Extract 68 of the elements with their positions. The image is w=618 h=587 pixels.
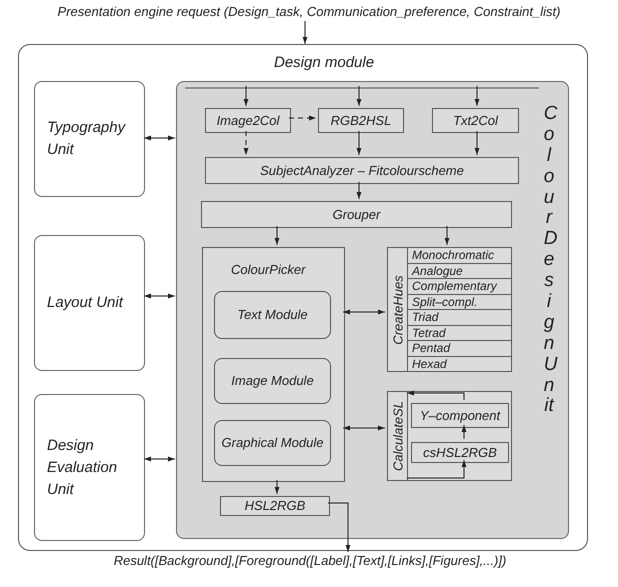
process-box bbox=[220, 496, 330, 516]
arrow bbox=[288, 116, 316, 120]
module-box bbox=[214, 358, 331, 404]
arrow bbox=[406, 460, 466, 478]
box-label: Y–component bbox=[420, 406, 500, 425]
arrow bbox=[274, 226, 280, 246]
process-box bbox=[205, 108, 291, 133]
unit-box bbox=[34, 235, 145, 371]
process-box bbox=[205, 157, 519, 184]
process-box bbox=[318, 108, 404, 133]
arrow bbox=[462, 424, 466, 440]
hue-row-label: Split–compl. bbox=[412, 294, 478, 309]
box-label: Txt2Col bbox=[453, 112, 498, 130]
unit-label: Design Evaluation Unit bbox=[47, 436, 118, 500]
arrow bbox=[144, 294, 176, 298]
hue-row-label: Tetrad bbox=[412, 326, 446, 340]
rotated-label: CreateHues bbox=[388, 274, 406, 344]
arrow bbox=[356, 130, 362, 156]
arrow bbox=[328, 502, 350, 552]
arrow bbox=[474, 86, 480, 106]
arrow bbox=[444, 226, 450, 246]
box-label: Image Module bbox=[231, 372, 314, 390]
unit-box bbox=[34, 394, 145, 541]
caption-text: Result([Background],[Foreground([Label],[Text],[Links],[Figures],...)]) bbox=[114, 552, 506, 570]
box-label: ColourPicker bbox=[231, 262, 306, 277]
hue-row-label: Analogue bbox=[412, 264, 463, 278]
calc-box bbox=[387, 391, 512, 481]
box-label: RGB2HSL bbox=[330, 112, 392, 130]
module-box bbox=[214, 420, 331, 466]
hue-row-label: Pentad bbox=[412, 341, 450, 356]
arrow bbox=[244, 130, 248, 156]
module-box bbox=[214, 291, 331, 339]
module-title: Design module bbox=[274, 54, 374, 71]
process-box bbox=[201, 201, 512, 228]
arrow bbox=[356, 182, 362, 200]
box-label: csHSL2RGB bbox=[423, 444, 497, 462]
rotated-label: CalculateSL bbox=[388, 400, 406, 472]
arrow bbox=[244, 86, 248, 106]
process-box bbox=[411, 403, 509, 428]
hues-table bbox=[387, 247, 512, 372]
hue-row-label: Monochromatic bbox=[412, 248, 494, 262]
arrow bbox=[302, 20, 308, 44]
arrow bbox=[144, 456, 176, 462]
arrow bbox=[342, 310, 386, 314]
process-box bbox=[411, 442, 509, 463]
colour-design-panel bbox=[176, 81, 569, 539]
unit-label: Layout Unit bbox=[47, 293, 123, 313]
arrow bbox=[474, 130, 480, 156]
arrow bbox=[144, 136, 176, 140]
box-label: Grouper bbox=[332, 206, 380, 224]
box-label: Graphical Module bbox=[222, 434, 324, 452]
arrow bbox=[274, 480, 280, 494]
arrow bbox=[342, 426, 386, 430]
box-label: Text Module bbox=[237, 306, 308, 324]
arrow bbox=[406, 390, 464, 400]
unit-label: Typography Unit bbox=[47, 118, 127, 160]
caption-text: Presentation engine request (Design_task, Communication_preference, Constraint_list) bbox=[58, 3, 560, 21]
hue-row-label: Hexad bbox=[412, 356, 447, 371]
hue-row-label: Triad bbox=[412, 310, 438, 324]
hue-row-label: Complementary bbox=[412, 279, 497, 294]
process-box bbox=[432, 108, 519, 133]
module-frame bbox=[18, 44, 588, 551]
box-label: HSL2RGB bbox=[244, 497, 306, 516]
unit-box bbox=[34, 81, 145, 197]
box-label: SubjectAnalyzer – Fitcolourscheme bbox=[260, 162, 464, 180]
box-label: Image2Col bbox=[216, 112, 280, 130]
picker-box bbox=[202, 247, 345, 482]
arrow bbox=[356, 86, 362, 106]
